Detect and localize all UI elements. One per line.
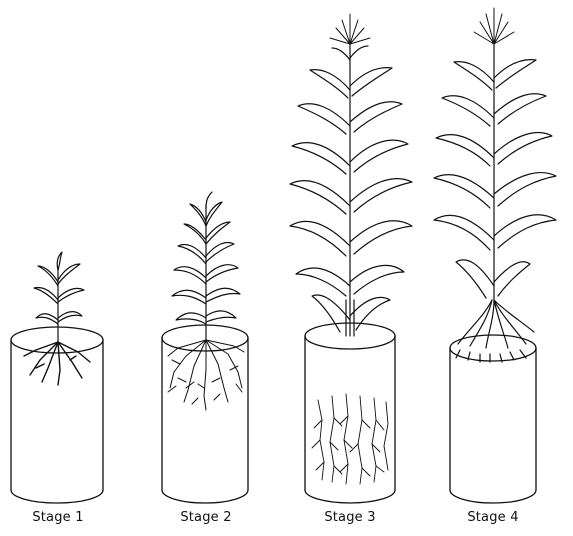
stage-1-illustration [11,252,103,503]
stage-3-label: Stage 3 [295,510,405,525]
stage-2-plant [172,192,240,340]
stage-3-pot [305,323,395,503]
stage-1-label: Stage 1 [3,510,113,525]
stage-3-illustration [290,14,412,503]
stage-1-roots [24,342,90,385]
stage-2-pot [162,325,248,503]
stage-4-plant [434,40,556,300]
stage-4-illustration [434,8,556,503]
stage-4-brace-roots [456,300,534,362]
stage-2-illustration [162,192,248,503]
stage-3-plant [290,40,412,336]
stage-4-label: Stage 4 [438,510,548,525]
stage-3-tassel [330,14,370,44]
stage-2-roots [168,340,244,410]
stage-3-roots [312,394,388,484]
stage-4-pot [450,335,536,503]
stage-1-pot [11,327,103,503]
stage-2-label: Stage 2 [151,510,261,525]
stage-4-tassel [474,8,514,44]
